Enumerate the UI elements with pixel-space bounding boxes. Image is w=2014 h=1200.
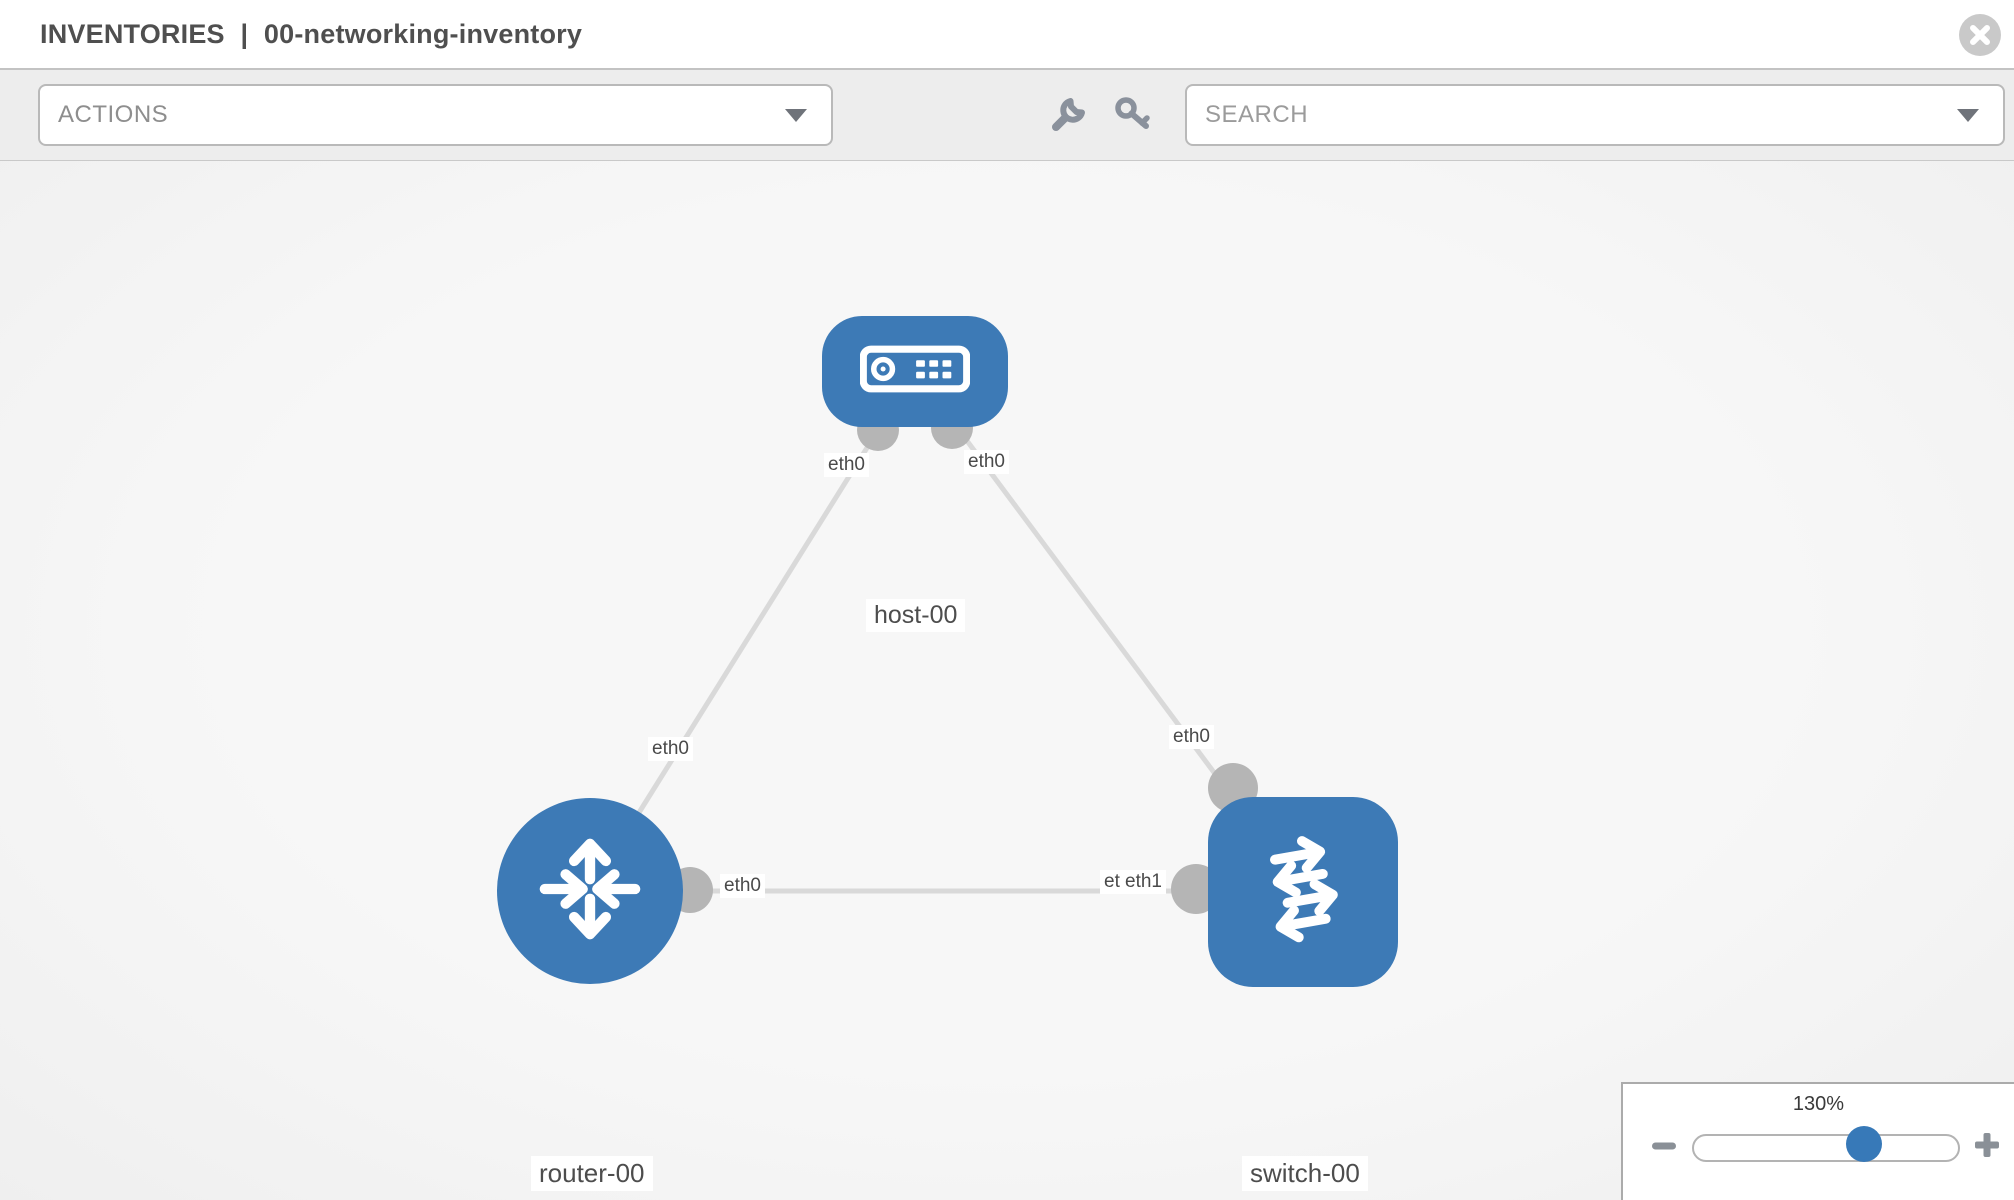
node-switch-00[interactable]	[1208, 797, 1398, 987]
interface-label-host-eth0-right: eth0	[964, 450, 1009, 474]
page-title: INVENTORIES | 00-networking-inventory	[40, 0, 590, 68]
zoom-slider-track[interactable]	[1692, 1134, 1960, 1162]
page-title-inventory-name: 00-networking-inventory	[263, 19, 583, 49]
zoom-control-panel: 130%	[1621, 1082, 2014, 1200]
wrench-icon	[1048, 97, 1088, 138]
topology-links-layer	[587, 369, 1306, 914]
close-button[interactable]	[1959, 14, 2001, 56]
key-icon	[1113, 96, 1155, 138]
node-label-host-00: host-00	[866, 599, 966, 632]
zoom-slider-knob[interactable]	[1846, 1126, 1882, 1162]
plus-icon	[1972, 1132, 2002, 1163]
switch-icon	[1241, 828, 1365, 957]
page-title-separator: |	[240, 19, 249, 49]
interface-label-host-eth0-left: eth0	[824, 453, 869, 477]
zoom-out-button[interactable]	[1647, 1130, 1681, 1164]
zoom-level-value: 130%	[1792, 1093, 1845, 1115]
host-icon	[859, 345, 971, 398]
interface-label-router-eth0-right: eth0	[720, 874, 765, 898]
actions-dropdown[interactable]: ACTIONS	[38, 84, 833, 146]
zoom-in-button[interactable]	[1970, 1129, 2004, 1163]
router-icon	[529, 828, 651, 955]
interface-label-router-eth0-top: eth0	[648, 737, 693, 761]
interface-label-switch-eth1: eth1	[1121, 870, 1166, 894]
node-label-router-00: router-00	[531, 1156, 653, 1191]
node-label-switch-00: switch-00	[1242, 1156, 1368, 1191]
minus-icon	[1649, 1142, 1679, 1164]
search-dropdown-placeholder: SEARCH	[1205, 101, 1309, 128]
page-title-section: INVENTORIES	[40, 19, 225, 49]
configure-button[interactable]	[1044, 94, 1092, 138]
chevron-down-icon	[785, 109, 807, 122]
interface-label-switch-eth0-top: eth0	[1169, 725, 1214, 749]
credentials-button[interactable]	[1110, 94, 1158, 138]
node-router-00[interactable]	[497, 798, 683, 984]
toolbar: ACTIONS SEARCH	[0, 70, 2014, 161]
chevron-down-icon	[1957, 109, 1979, 122]
search-dropdown[interactable]: SEARCH	[1185, 84, 2005, 146]
header: INVENTORIES | 00-networking-inventory	[0, 0, 2014, 70]
actions-dropdown-label: ACTIONS	[58, 101, 169, 128]
node-host-00[interactable]	[822, 316, 1008, 427]
topology-canvas[interactable]: eth0 eth0 eth0 eth0 eth0 eth0 eth1 host-…	[0, 161, 2014, 1200]
